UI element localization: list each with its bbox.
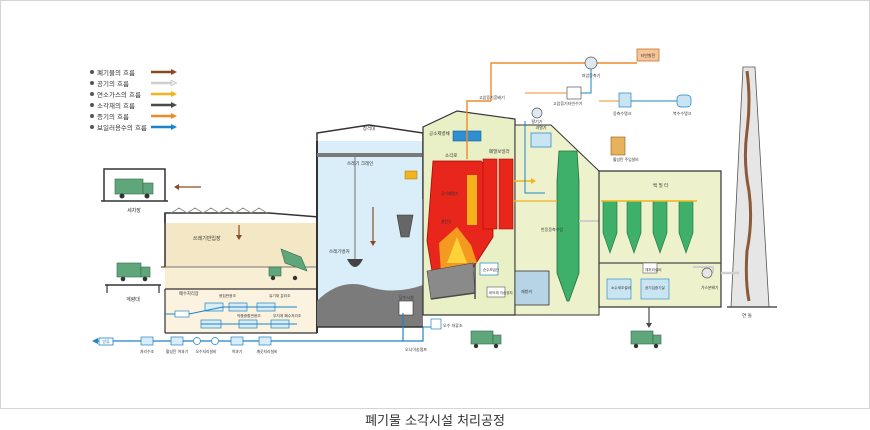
dump-truck-icon — [268, 248, 308, 281]
ion-exchange-label: 오수처리설비 — [196, 349, 217, 354]
settle2-label: 유기재 분리조 — [269, 293, 291, 298]
legend-label: 보일러용수의 흐름 — [97, 123, 147, 132]
crane-label: 쓰레기 크레인 — [347, 160, 373, 167]
truck-scale-label: 계량대 — [126, 296, 140, 303]
bag-filter-label: 백 필 터 — [653, 182, 668, 189]
stack-fan-label: 가스분배기 — [701, 285, 718, 290]
legend-label: 폐기물의 흐름 — [97, 68, 135, 77]
legend-item-ash: 소각재의 흐름 — [90, 101, 177, 110]
superheater-label: 과열기 — [535, 124, 546, 130]
wash-bay: 세차장 — [101, 168, 168, 214]
legend-label: 공기의 흐름 — [97, 79, 129, 88]
ash-water-label: 소수세조설비 — [611, 285, 631, 290]
truck-scale: 계량대 — [105, 262, 161, 303]
legend-label: 연소가스의 흐름 — [97, 90, 141, 99]
sludge-label: 오니이송펌프 — [405, 346, 427, 352]
furnace-top-label: 공소제병채 — [429, 130, 450, 137]
incinerator-process-diagram: 폐기물의 흐름 공기의 흐름 연소가스의 흐름 소각재의 흐름 증기의 흐름 — [90, 48, 777, 354]
discharge-label: 방류 — [103, 339, 110, 344]
outfall-label: 처리수조 — [140, 349, 154, 354]
basement-piping: 오수 저류조 오니이송펌프 — [317, 313, 502, 352]
waste-boiler-label: 폐열보일러 — [489, 148, 510, 155]
wastewater-label: 폐수처리장 — [179, 290, 199, 297]
legend-item-boiler-water: 보일러용수의 흐름 — [90, 123, 177, 132]
clean-water-label: 깨끗처리설비 — [257, 349, 278, 354]
sand-filter-label: 여과기 — [232, 349, 242, 354]
legend-item-steam: 증기의 흐름 — [90, 112, 177, 121]
legend-item-waste: 폐기물의 흐름 — [90, 68, 177, 77]
economizer-label: 절탄기 — [441, 219, 451, 224]
bag-filter-units — [601, 200, 697, 254]
furnace-building: 공소제병채 절단기 소각로 폐열보일러 공기예열기 절탄기 재벙커 순수보급관 … — [396, 100, 600, 316]
air-heater-label: 고압증기흔배기 — [479, 94, 505, 100]
exhaust-fan-label: 터빈발전 — [641, 52, 656, 58]
ash-pit-label: 재벙커 — [521, 288, 532, 294]
turbine-gen-label: 고압증기터빈수기 — [553, 100, 583, 106]
bottom-ash-label: 바닥재 이송장치 — [489, 290, 513, 295]
combustion-label: 소각로 — [445, 152, 457, 159]
steam-system: 터빈발전 저압응축기 고압증기터빈수기 고압증기흔배기 탈기기 응축수탱크 복수… — [479, 48, 692, 194]
scrubber: 과열기 반응응축수탑 활성탄 주입설비 — [513, 124, 639, 302]
truck-icon — [116, 262, 151, 282]
scrubber-label: 반응응축수탑 — [541, 226, 563, 232]
legend-item-air: 공기의 흐름 — [90, 79, 178, 88]
condensate-tank-label: 복수수탱크 — [673, 110, 692, 116]
filter-press-label: 부지계 폐수처리조 — [273, 313, 302, 318]
truck-icon — [114, 178, 154, 199]
sewage-tank-label: 오수 저류조 — [443, 322, 463, 328]
truck-icon — [630, 330, 662, 349]
carbon-filter-label: 활성탄 여과기 — [166, 349, 188, 354]
legend-item-flue-gas: 연소가스의 흐름 — [90, 90, 177, 99]
pit-label: 쓰레기벙커 — [329, 248, 350, 255]
wash-bay-label: 세차장 — [127, 207, 141, 214]
truck-icon — [470, 330, 502, 349]
ash-storage-label: 재처리설비 — [645, 267, 662, 272]
figure-caption: 폐기물 소각시설 처리공정 — [365, 414, 505, 429]
water-tank-label: 순수보급관 — [483, 267, 500, 272]
legend: 폐기물의 흐름 공기의 흐름 연소가스의 흐름 소각재의 흐름 증기의 흐름 — [90, 68, 178, 132]
bag-filter-building: 백 필 터 가스분배기 소수세조설비 공기입중기살 재처리설비 — [598, 170, 722, 349]
deaerator-label: 탈기기 — [531, 118, 542, 124]
settle1-label: 응집반응조 — [219, 293, 237, 298]
legend-label: 증기의 흐름 — [97, 112, 129, 121]
platform-label: 정격대 — [363, 125, 375, 132]
receiving-hall-label: 쓰레기반입장 — [193, 235, 221, 242]
lime-silo-label: 활성탄 주입설비 — [613, 157, 639, 162]
quench-label: 담수시설 — [399, 294, 414, 300]
neutral-label: 약품중합반응조 — [237, 313, 261, 318]
condenser-label: 응축수탱크 — [613, 110, 632, 116]
fly-ash-label: 공기입중기살 — [645, 285, 666, 290]
stack: 연 돌 — [721, 66, 777, 319]
legend-label: 소각재의 흐름 — [97, 101, 135, 110]
wastewater-basement: 폐수처리장 응집반응조 유기재 분리조 약품중합반응조 부지계 폐수처리조 — [164, 288, 317, 334]
diagram-frame: 폐기물의 흐름 공기의 흐름 연소가스의 흐름 소각재의 흐름 증기의 흐름 — [0, 0, 870, 409]
effluent-line: 방류 처리수조 활성탄 여과기 오수처리설비 여과기 깨끗처리설비 — [92, 336, 317, 354]
preheater-label: 공기예열기 — [441, 191, 458, 196]
receiving-hall: 쓰레기반입장 — [164, 207, 320, 289]
stack-label: 연 돌 — [742, 312, 752, 319]
